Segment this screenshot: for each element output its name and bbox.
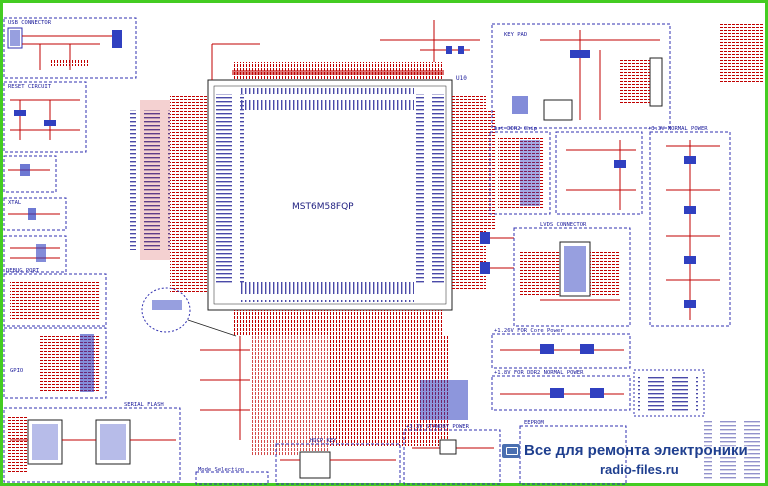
block-usb-connector: USB CONNECTOR <box>3 17 137 79</box>
block-standby-power: +3.3V STANDBY POWER <box>403 424 501 485</box>
svg-text:+3.3V STANDBY POWER: +3.3V STANDBY POWER <box>406 424 470 430</box>
block-xtal: XTAL <box>3 155 67 231</box>
watermark: Все для ремонта электроники radio-files.… <box>500 440 766 484</box>
block-hdcp-key: HDCP_KEY <box>275 438 401 485</box>
watermark-title: Все для ремонта электроники <box>524 442 748 459</box>
svg-text:XTAL: XTAL <box>8 200 22 206</box>
block-core-power: +1.26V FOR Core Power <box>491 328 631 369</box>
svg-text:SERIAL FLASH: SERIAL FLASH <box>124 402 164 408</box>
svg-text:RESET CIRCUIT: RESET CIRCUIT <box>8 84 52 90</box>
svg-text:KEY PAD: KEY PAD <box>504 32 527 38</box>
bottom-bus-wires <box>200 336 468 456</box>
svg-text:+1.8V FOR DDR2 NORMAL POWER: +1.8V FOR DDR2 NORMAL POWER <box>494 370 584 376</box>
block-ddr2-decoupling <box>555 131 643 215</box>
svg-text:GPIO: GPIO <box>10 368 23 374</box>
highlight-circle <box>141 287 237 337</box>
svg-text:+1.26V FOR Core Power: +1.26V FOR Core Power <box>494 328 564 334</box>
chip-part-label: MST6M58FQP <box>292 202 354 212</box>
block-normal-power: +3.3V NORMAL POWER <box>648 126 731 327</box>
block-ddr2-power: +1.8V FOR DDR2 NORMAL POWER <box>491 370 631 411</box>
block-gpio: GPIO <box>3 273 107 399</box>
svg-text:EEPROM: EEPROM <box>524 420 545 426</box>
svg-text:1st DDR2 Chip: 1st DDR2 Chip <box>494 126 537 132</box>
svg-text:Mode Selection: Mode Selection <box>198 467 244 473</box>
top-wires <box>211 20 480 80</box>
left-net-labels <box>130 110 170 250</box>
right-edge-nets <box>720 24 764 84</box>
svg-text:+3.3V NORMAL POWER: +3.3V NORMAL POWER <box>648 126 708 132</box>
main-chip-u10: MST6M58FQP U10 <box>170 62 486 336</box>
block-eeprom: EEPROM <box>519 420 627 485</box>
chip-ref-label: U10 <box>456 75 467 82</box>
right-bus-wires <box>480 110 514 274</box>
watermark-site: radio-files.ru <box>600 462 679 477</box>
block-serial-flash: SERIAL FLASH <box>3 402 181 483</box>
block-mode-selection: Mode Selection <box>195 467 269 485</box>
svg-text:LVDS CONNECTOR: LVDS CONNECTOR <box>540 222 587 228</box>
block-reset-circuit: RESET CIRCUIT <box>3 81 87 153</box>
svg-text:DEBUG PORT: DEBUG PORT <box>6 268 40 274</box>
svg-text:HDCP_KEY: HDCP_KEY <box>310 438 337 444</box>
svg-text:USB CONNECTOR: USB CONNECTOR <box>8 20 52 26</box>
block-lvds-connector: LVDS CONNECTOR <box>513 222 631 327</box>
monitor-icon <box>502 444 520 458</box>
block-debug-port: DEBUG PORT <box>3 235 67 274</box>
block-ddr2-chip: 1st DDR2 Chip <box>489 126 551 215</box>
title-block <box>633 369 764 480</box>
block-key-pad: KEY PAD <box>491 23 671 129</box>
